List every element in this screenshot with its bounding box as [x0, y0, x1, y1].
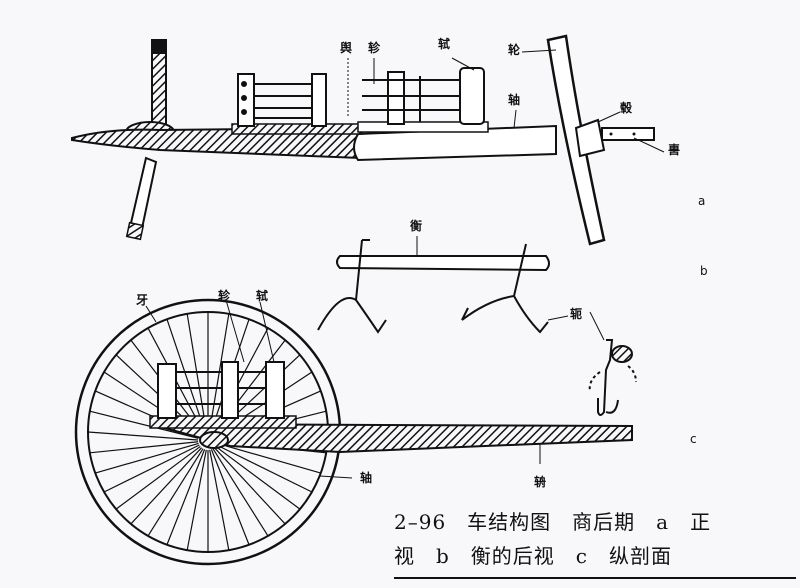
wheel-edge — [546, 34, 606, 246]
label-lun: 轮 — [508, 43, 521, 57]
label-zhou-pole: 辀 — [534, 475, 547, 489]
label-wei: 軎 — [668, 143, 681, 157]
wheel-spoke — [217, 442, 321, 474]
label-e: 轭 — [570, 307, 583, 321]
subfigure-b: b — [700, 264, 708, 278]
wheel-spoke — [209, 449, 230, 551]
label-zhen-c: 轸 — [218, 289, 231, 303]
wheel-spoke — [216, 444, 313, 493]
figure-caption: 2–96 车结构图 商后期 a 正 视 b 衡的后视 c 纵剖面 — [394, 505, 794, 573]
yoke-saddle-side — [588, 311, 637, 416]
axle — [353, 124, 557, 162]
view-b-yoke — [317, 236, 569, 334]
wheel-spoke — [87, 431, 199, 441]
view-c-section — [74, 298, 633, 566]
view-a-front — [71, 34, 665, 246]
caption-line-1: 2–96 车结构图 商后期 a 正 — [394, 510, 712, 534]
hub — [574, 118, 606, 158]
wheel-spoke — [147, 448, 204, 537]
subfigure-c: c — [690, 432, 697, 446]
subfigure-a: a — [698, 194, 706, 208]
wheel-spoke — [212, 448, 269, 537]
label-heng: 衡 — [410, 219, 423, 233]
wheel-spoke — [166, 449, 206, 545]
wheel-spoke — [89, 410, 199, 439]
box-front — [362, 67, 485, 125]
box-rear — [237, 73, 327, 127]
label-shi-c: 轼 — [256, 289, 269, 303]
wheel-spoke — [130, 447, 203, 525]
wheel-spoke — [103, 444, 200, 493]
label-ya: 牙 — [136, 293, 149, 307]
wheel-spoke — [95, 442, 199, 474]
label-zhen: 轸 — [368, 41, 381, 55]
wheel-spoke — [215, 445, 301, 510]
axle-cap — [601, 127, 655, 141]
caption-rule — [394, 577, 796, 579]
wheel-spoke — [210, 449, 250, 545]
label-yu: 舆 — [340, 41, 353, 55]
label-gu: 毂 — [620, 101, 633, 115]
label-zhou: 轴 — [508, 93, 521, 107]
wheel-spoke — [186, 449, 207, 551]
wheel-spoke — [166, 319, 206, 431]
wheel-spoke — [213, 447, 286, 525]
wheel-spoke — [115, 445, 201, 510]
label-shi: 轼 — [438, 37, 451, 51]
yoke-bar — [336, 255, 550, 272]
label-zhou-c: 轴 — [360, 471, 373, 485]
caption-line-2: 视 b 衡的后视 c 纵剖面 — [394, 544, 673, 568]
wheel-spoke — [89, 441, 199, 454]
